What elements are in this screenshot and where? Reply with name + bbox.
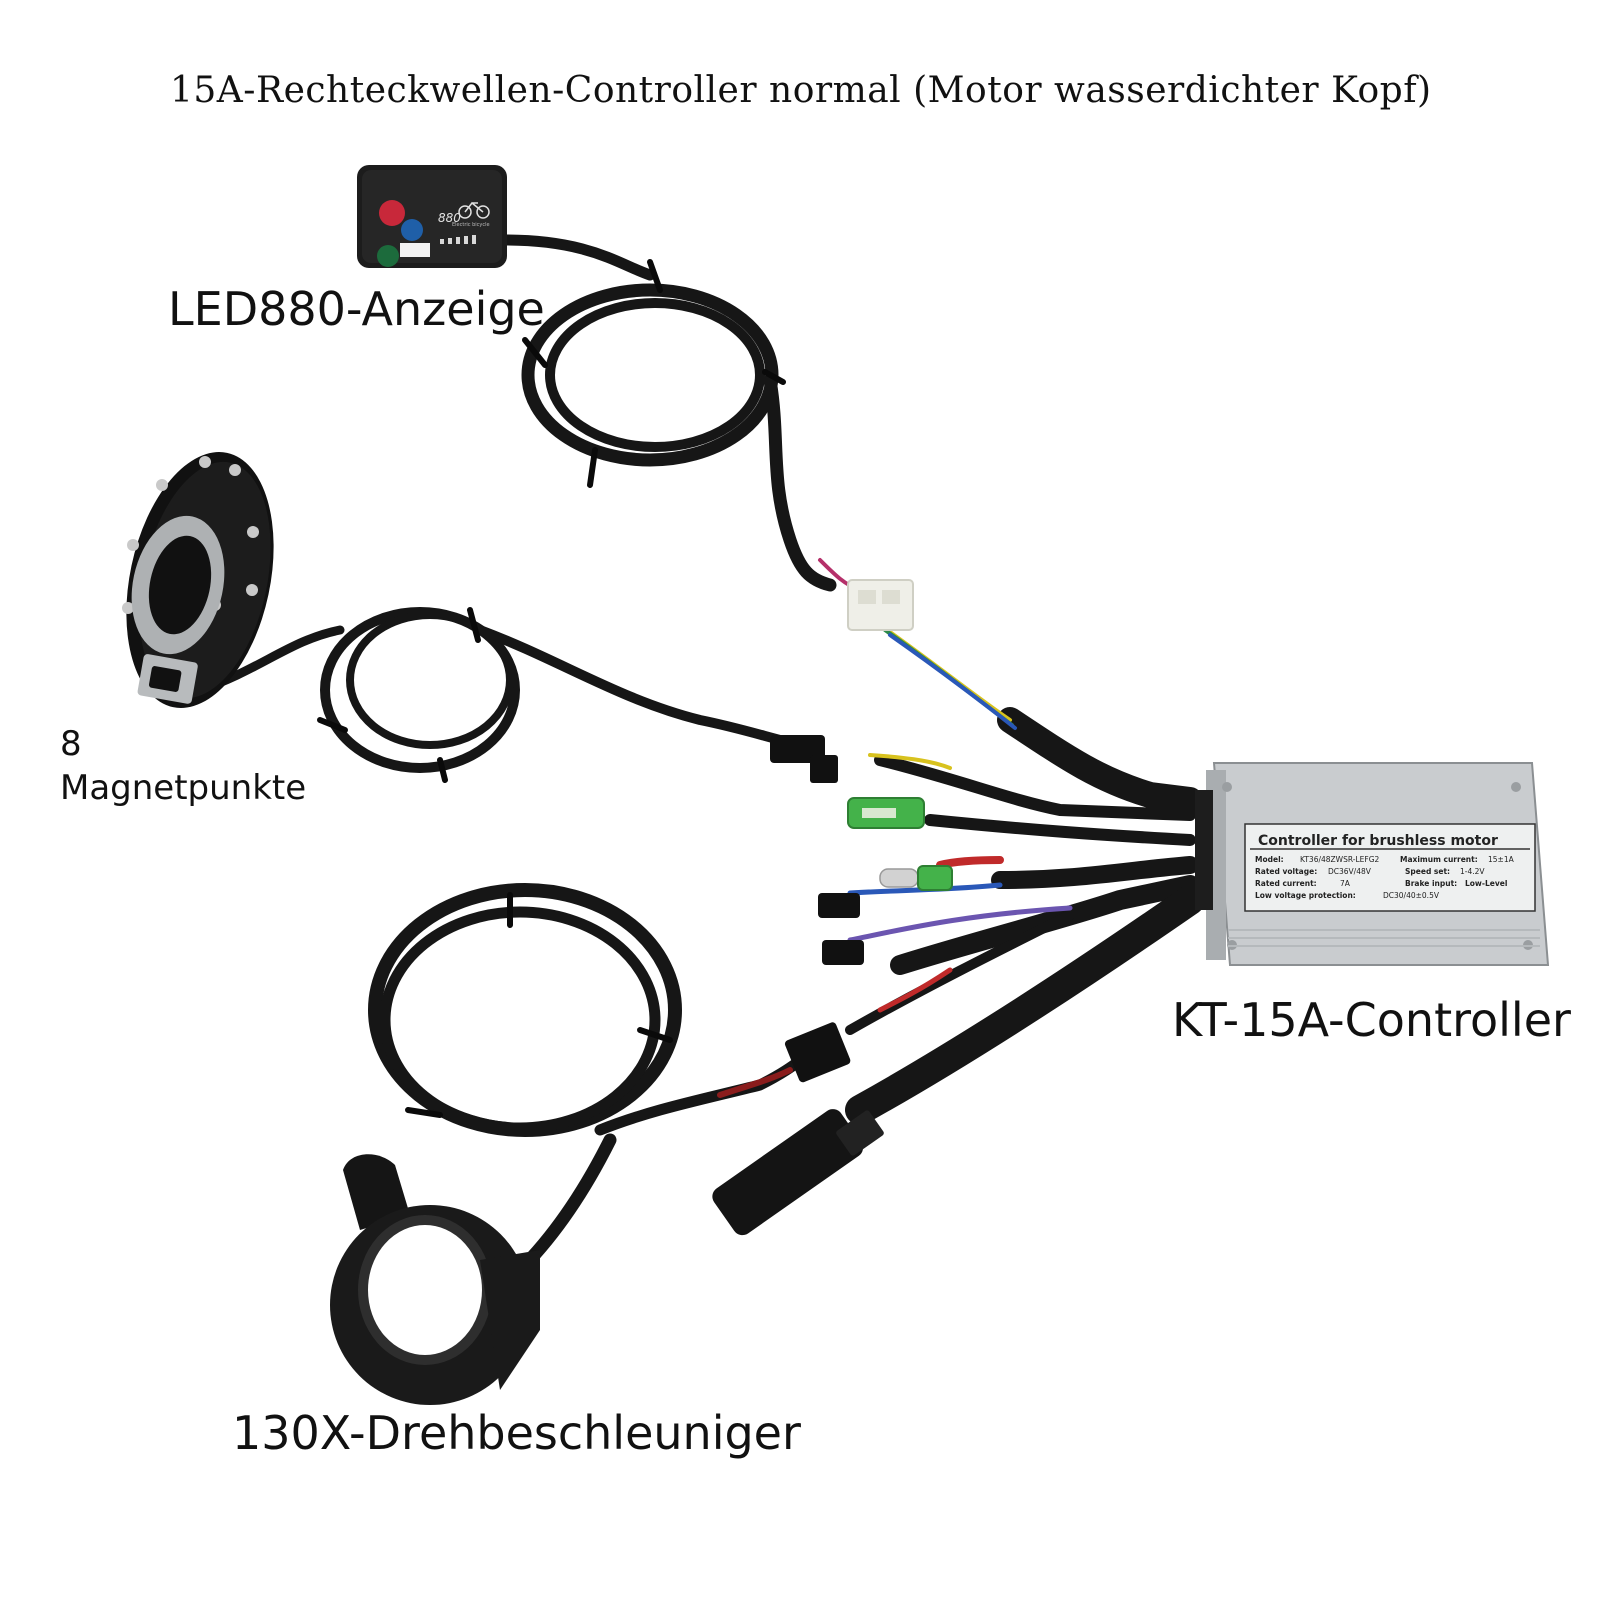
controller-label: KT-15A-Controller (1172, 993, 1571, 1047)
plate-speed-value: 1-4.2V (1460, 867, 1485, 876)
plate-current-value: 7A (1340, 879, 1351, 888)
pas-sensor-disc (122, 452, 274, 708)
plate-maxcurrent-value: 15±1A (1488, 855, 1515, 864)
motor-plug (712, 1109, 884, 1236)
plate-voltage-value: DC36V/48V (1328, 867, 1372, 876)
harness-main (997, 707, 1203, 813)
brake-connector-2 (822, 940, 864, 965)
plate-lowvolt-label: Low voltage protection: (1255, 891, 1356, 900)
plate-speed-label: Speed set: (1405, 867, 1450, 876)
page-title: 15A-Rechteckwellen-Controller normal (Mo… (170, 70, 1432, 111)
display-button-bottom (377, 245, 399, 267)
magnet-label-line1: 8 (60, 724, 82, 764)
plate-voltage-label: Rated voltage: (1255, 867, 1317, 876)
plate-brake-label: Brake input: (1405, 879, 1457, 888)
plate-brake-value: Low-Level (1465, 879, 1507, 888)
display-connector (847, 579, 914, 631)
plate-lowvolt-value: DC30/40±0.5V (1383, 891, 1440, 900)
green-connector (847, 797, 925, 829)
plate-maxcurrent-label: Maximum current: (1400, 855, 1478, 864)
pas-connector (770, 735, 838, 783)
controller-spec-plate (1244, 823, 1536, 912)
display-brand: Electric bicycle (452, 222, 490, 228)
throttle-label: 130X-Drehbeschleuniger (232, 1406, 801, 1460)
display-cable-coil (521, 283, 779, 467)
magnet-label-line2: Magnetpunkte (60, 768, 307, 808)
display-button-mid (401, 219, 423, 241)
led880-display-unit: 880 Electric bicycle (357, 165, 507, 268)
plate-model-label: Model: (1255, 855, 1284, 864)
thumb-throttle (330, 1154, 540, 1405)
throttle-connector (784, 1022, 851, 1083)
display-button-top (379, 200, 405, 226)
plate-model-value: KT36/48ZWSR-LEFG2 (1300, 855, 1380, 864)
display-cable (499, 234, 656, 281)
brake-connector-1 (818, 893, 860, 918)
plate-heading: Controller for brushless motor (1258, 833, 1498, 849)
bullet-connector-red (879, 865, 953, 891)
plate-current-label: Rated current: (1255, 879, 1317, 888)
bicycle-icon (458, 201, 490, 219)
display-label: LED880-Anzeige (168, 282, 545, 336)
kt15a-controller: Controller for brushless motor Model: KT… (1195, 762, 1550, 966)
magnet-label: 8 Magnetpunkte (60, 722, 306, 810)
display-readout: 880 (438, 211, 461, 225)
